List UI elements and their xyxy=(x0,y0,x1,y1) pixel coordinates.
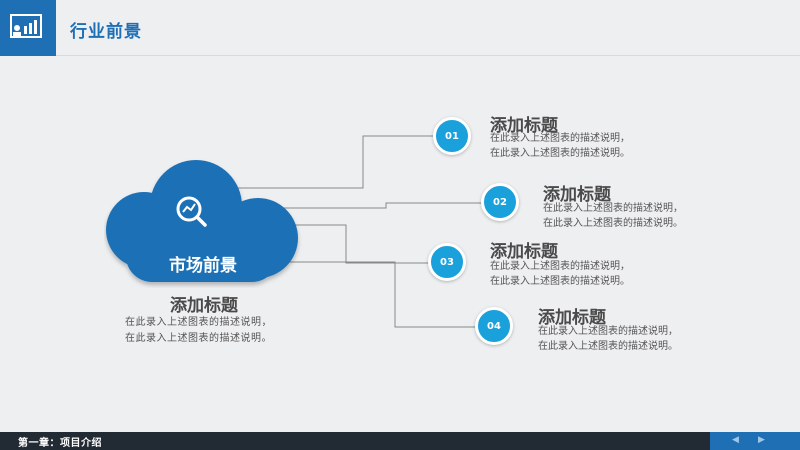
item-desc-02-line1: 在此录入上述图表的描述说明， xyxy=(543,203,683,214)
next-arrow-icon[interactable]: ▶ xyxy=(758,435,765,445)
item-title-04: 添加标题 xyxy=(538,308,606,328)
connector-04 xyxy=(282,261,478,328)
item-desc-02-line2: 在此录入上述图表的描述说明。 xyxy=(543,218,683,229)
presentation-chart-icon xyxy=(10,14,42,38)
item-title-02: 添加标题 xyxy=(543,185,611,205)
item-number-01: 01 xyxy=(433,117,471,155)
item-desc-04-line2: 在此录入上述图表的描述说明。 xyxy=(538,341,678,352)
connector-03 xyxy=(268,224,431,264)
item-number-03: 03 xyxy=(428,243,466,281)
item-desc-03: 在此录入上述图表的描述说明， 在此录入上述图表的描述说明。 xyxy=(490,259,630,289)
item-number-04: 04 xyxy=(475,307,513,345)
item-number-02: 02 xyxy=(481,183,519,221)
item-title-03: 添加标题 xyxy=(490,242,558,262)
logo-box xyxy=(0,0,56,56)
item-desc-01: 在此录入上述图表的描述说明， 在此录入上述图表的描述说明。 xyxy=(490,131,630,161)
cloud-title: 市场前景 xyxy=(169,256,237,276)
magnifier-chart-icon xyxy=(176,196,207,227)
connector-02 xyxy=(272,202,484,209)
main-heading: 添加标题 xyxy=(170,296,238,316)
item-desc-04-line1: 在此录入上述图表的描述说明， xyxy=(538,326,678,337)
header-divider xyxy=(56,55,800,56)
footer-bar xyxy=(0,432,800,450)
item-desc-01-line2: 在此录入上述图表的描述说明。 xyxy=(490,148,630,159)
prev-arrow-icon[interactable]: ◀ xyxy=(732,435,739,445)
market-cloud xyxy=(106,160,298,282)
footer-chapter: 第一章：项目介绍 xyxy=(18,438,102,449)
item-desc-03-line2: 在此录入上述图表的描述说明。 xyxy=(490,276,630,287)
item-desc-03-line1: 在此录入上述图表的描述说明， xyxy=(490,261,630,272)
item-title-01: 添加标题 xyxy=(490,116,558,136)
connector-01 xyxy=(232,135,436,189)
page-title: 行业前景 xyxy=(70,22,142,42)
item-desc-02: 在此录入上述图表的描述说明， 在此录入上述图表的描述说明。 xyxy=(543,201,683,231)
item-desc-04: 在此录入上述图表的描述说明， 在此录入上述图表的描述说明。 xyxy=(538,324,678,354)
item-desc-01-line1: 在此录入上述图表的描述说明， xyxy=(490,133,630,144)
footer-pager: ◀ ▶ xyxy=(710,432,800,450)
main-description: 在此录入上述图表的描述说明，在此录入上述图表的描述说明。 xyxy=(125,317,272,344)
